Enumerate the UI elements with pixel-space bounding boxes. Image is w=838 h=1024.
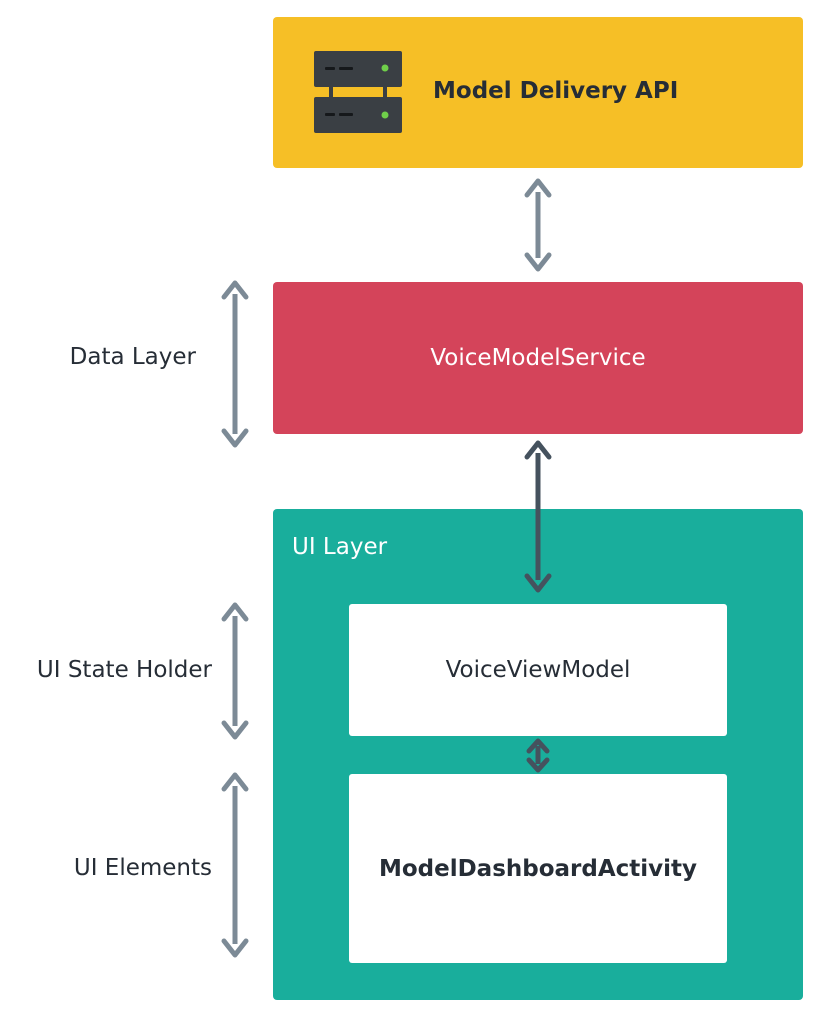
ui-layer-box: UI Layer VoiceViewModel ModelDashboardAc… bbox=[273, 509, 803, 1000]
data-layer-label: Data Layer bbox=[69, 344, 196, 370]
model-delivery-api-title: Model Delivery API bbox=[433, 78, 679, 104]
data-layer-bracket-arrow bbox=[221, 280, 249, 448]
voice-model-service-label: VoiceModelService bbox=[430, 345, 646, 371]
model-dashboard-activity-label: ModelDashboardActivity bbox=[378, 855, 698, 882]
model-dashboard-activity-box: ModelDashboardActivity bbox=[349, 774, 727, 963]
voice-model-service-box: VoiceModelService bbox=[273, 282, 803, 434]
api-service-arrow bbox=[524, 178, 552, 272]
ui-layer-title: UI Layer bbox=[292, 534, 388, 560]
ui-elements-bracket-arrow bbox=[221, 772, 249, 958]
ui-state-holder-label: UI State Holder bbox=[36, 657, 212, 683]
ui-elements-label: UI Elements bbox=[73, 855, 212, 881]
voice-view-model-box: VoiceViewModel bbox=[349, 604, 727, 736]
voice-view-model-label: VoiceViewModel bbox=[445, 657, 631, 683]
model-delivery-api-box: Model Delivery API bbox=[273, 17, 803, 168]
ui-state-holder-bracket-arrow bbox=[221, 602, 249, 740]
server-icon bbox=[314, 51, 402, 133]
